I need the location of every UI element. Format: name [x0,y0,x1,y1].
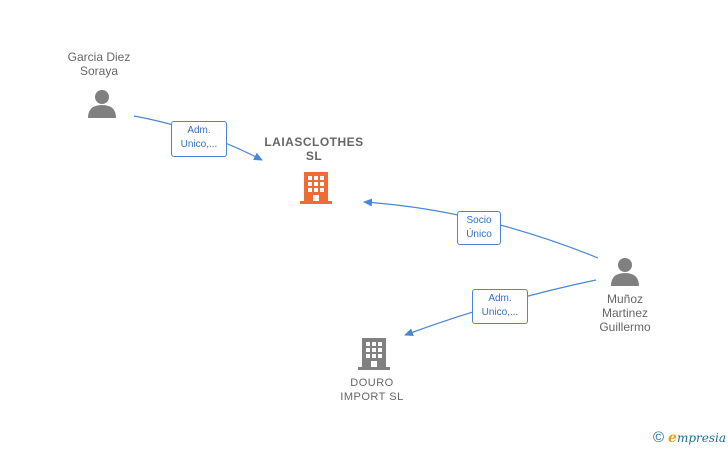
person-icon[interactable] [86,88,118,118]
copyright-symbol: © [652,429,665,446]
edge-label-munoz-douro[interactable]: Adm. Unico,... [472,289,528,324]
building-icon[interactable] [299,170,333,204]
company-name-douro[interactable]: DOURO IMPORT SL [340,377,404,403]
building-icon[interactable] [357,336,391,370]
edge-label-garcia-laiasclothes[interactable]: Adm. Unico,... [171,121,227,157]
person-name-garcia[interactable]: Garcia Diez Soraya [67,50,131,78]
brand-logo: empresia [668,429,726,446]
person-icon[interactable] [609,256,641,286]
footer-brand: © empresia [653,429,726,446]
company-name-laiasclothes[interactable]: LAIASCLOTHES SL [264,135,364,163]
edge-label-munoz-laiasclothes[interactable]: Socio Único [457,211,501,245]
person-name-munoz[interactable]: Muñoz Martinez Guillermo [599,292,651,334]
